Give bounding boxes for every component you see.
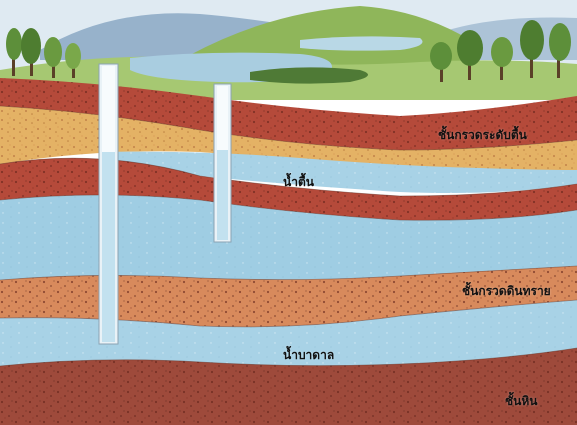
label-groundwater: น้ำบาดาล: [283, 346, 334, 365]
label-gravel-sand-layer: ชั้นกรวดดินทราย: [462, 282, 551, 301]
lake-far: [300, 36, 423, 50]
hedge: [250, 67, 368, 83]
deep-well-pipe-icon: [99, 64, 118, 344]
label-shallow-gravel-layer: ชั้นกรวดระดับตื้น: [438, 126, 527, 145]
label-shallow-water: น้ำตื้น: [283, 173, 314, 192]
shallow-well-pipe-icon: [214, 84, 231, 242]
label-rock-layer: ชั้นหิน: [505, 392, 537, 411]
